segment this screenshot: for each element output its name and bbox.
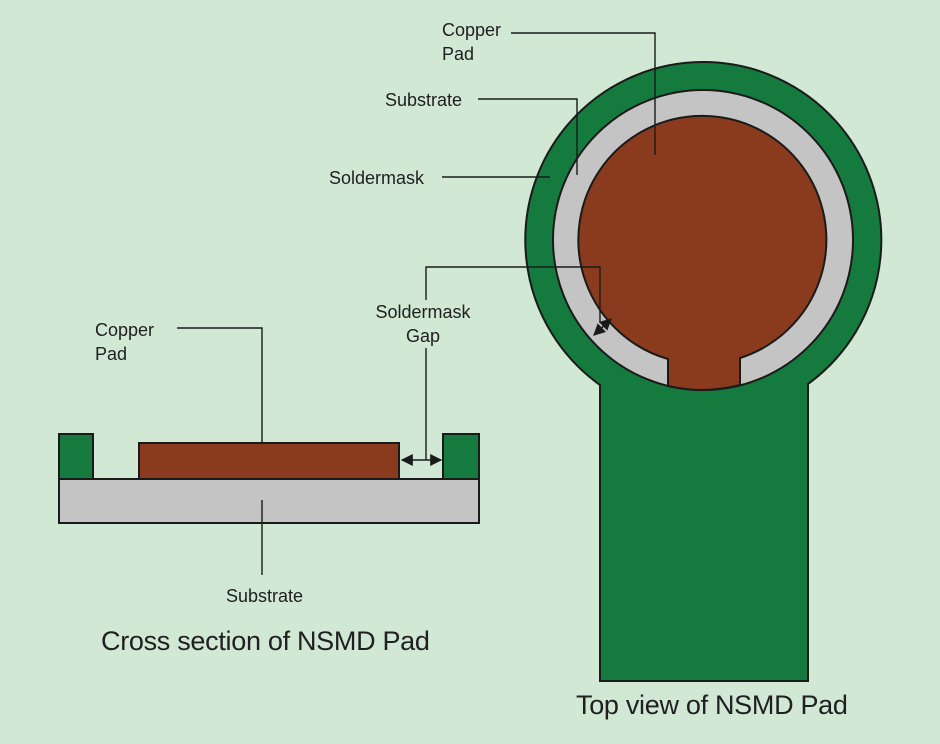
label-substrate-top-view: Substrate: [385, 90, 463, 110]
top-view-copper-pad: [577, 114, 828, 391]
cross-section-copper-pad: [138, 442, 400, 480]
caption-top-view: Top view of NSMD Pad: [576, 690, 848, 720]
label-copper-pad-cross-section: Copper Pad: [95, 320, 155, 364]
label-soldermask: Soldermask: [329, 168, 425, 188]
label-copper-pad-top-view: Copper Pad: [442, 20, 502, 64]
caption-cross-section: Cross section of NSMD Pad: [101, 626, 430, 656]
label-soldermask-gap: Soldermask Gap: [375, 302, 471, 346]
soldermask-gap-arrow-top-view: [593, 318, 612, 336]
substrate-top-view-leader-line: [478, 98, 578, 175]
cross-section-substrate: [58, 478, 480, 524]
cross-section-soldermask-left: [58, 433, 94, 480]
copper-pad-top-view-leader-line: [511, 32, 656, 155]
cross-section-soldermask-right: [442, 433, 480, 480]
copper-pad-cross-section-leader-line: [177, 327, 263, 444]
soldermask-gap-top-view-leader-line: [425, 266, 601, 323]
label-substrate-cross-section: Substrate: [226, 586, 304, 606]
